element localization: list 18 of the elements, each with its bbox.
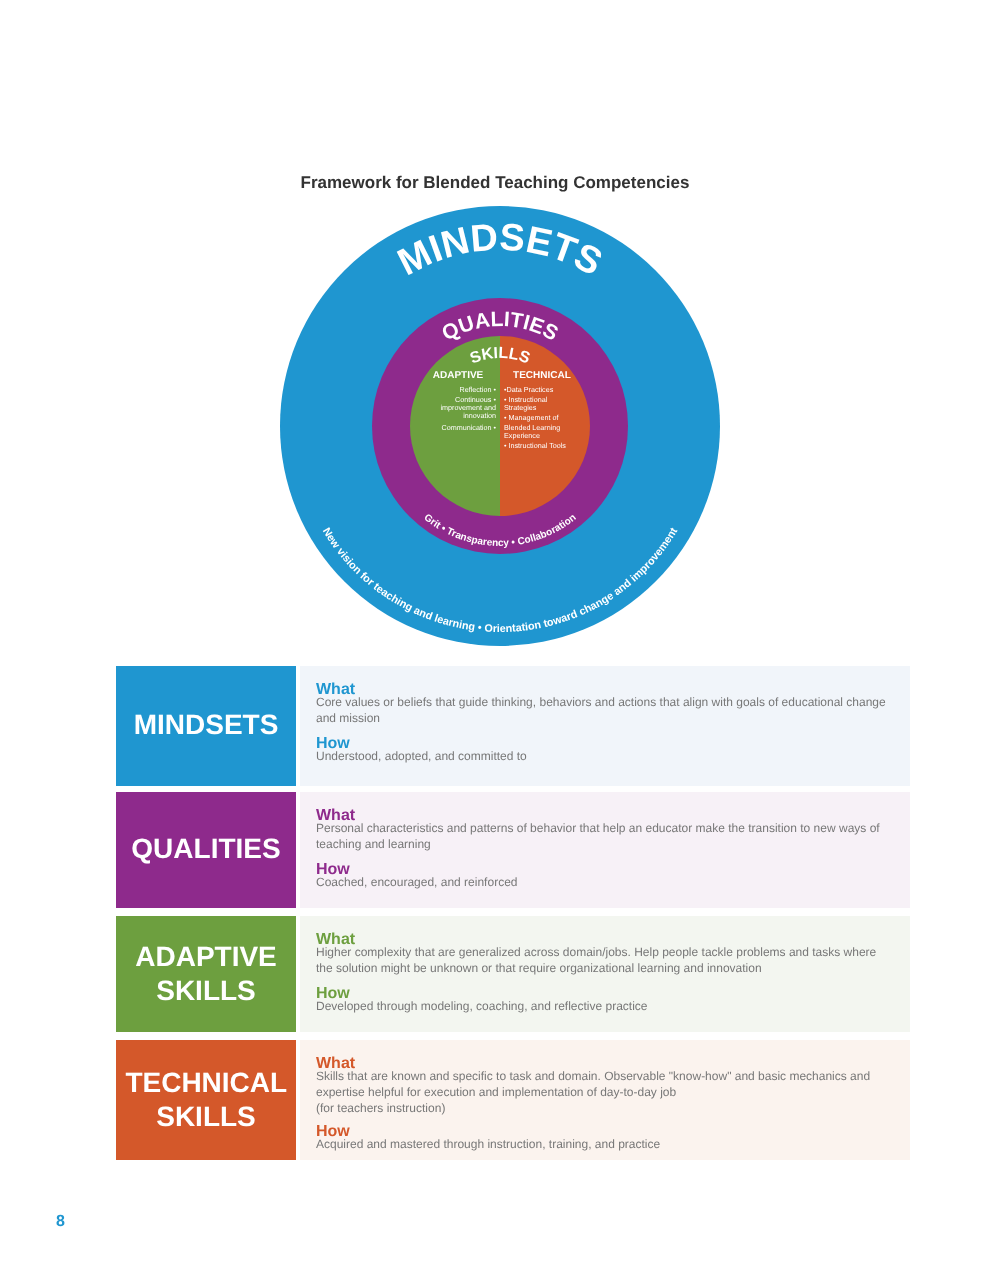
diagram-title: Framework for Blended Teaching Competencies — [298, 172, 692, 192]
section-heading: How — [316, 983, 350, 1002]
page-number: 8 — [56, 1212, 65, 1230]
section-heading: What — [316, 806, 356, 824]
section-heading: What — [316, 930, 356, 948]
inner-circle — [410, 336, 590, 516]
category-label: TECHNICAL SKILLS — [116, 1040, 296, 1160]
section-heading: How — [316, 733, 350, 752]
ring-heading: MINDSETS — [391, 217, 609, 286]
section-heading: How — [316, 1122, 350, 1141]
category-label: ADAPTIVE SKILLS — [116, 916, 296, 1032]
category-label: QUALITIES — [116, 792, 296, 908]
ring-heading: QUALITIES — [438, 307, 562, 347]
section-heading: How — [316, 859, 350, 878]
section-heading: What — [316, 680, 356, 698]
category-label: MINDSETS — [116, 666, 296, 786]
ring-heading: SKILLS — [467, 343, 533, 368]
section-heading: What — [316, 1054, 356, 1072]
